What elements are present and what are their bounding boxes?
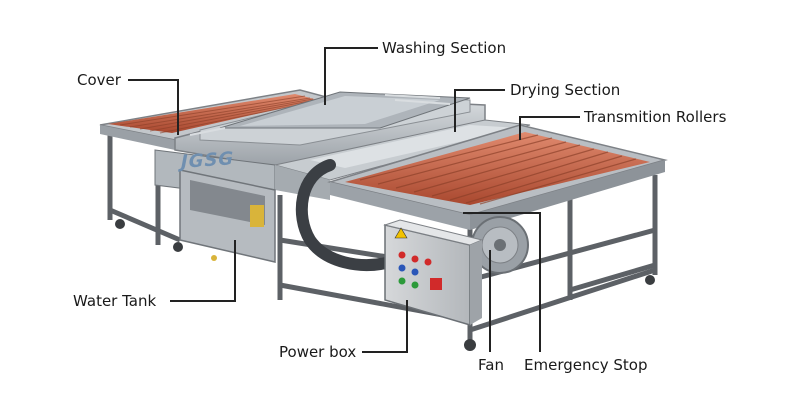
label-emergency-stop: Emergency Stop [524,356,648,374]
label-fan: Fan [478,356,504,374]
leader-lines [128,47,580,353]
label-transmition-rollers: Transmition Rollers [584,108,727,126]
water-tank [179,169,276,263]
label-drying-section: Drying Section [510,81,621,99]
caster-wheels [115,219,655,351]
label-cover: Cover [77,71,121,89]
brand-logo: JGSG [181,148,235,173]
drying-housing [274,119,531,200]
label-power-box: Power box [279,343,357,361]
label-water-tank: Water Tank [73,292,157,310]
infeed-table [99,89,333,150]
air-hose [295,159,396,271]
label-washing-section: Washing Section [382,39,507,57]
